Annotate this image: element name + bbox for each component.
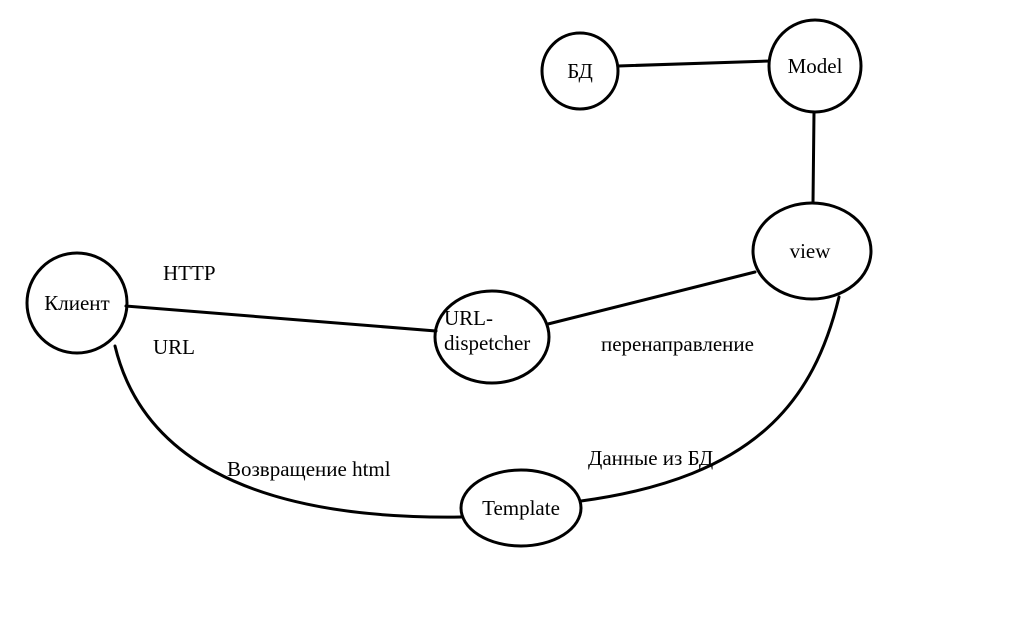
node-url-dispetcher-label-line1: URL- (444, 306, 493, 330)
node-view: view (751, 201, 873, 301)
edge-client-urldispetcher (124, 304, 438, 333)
edge-labels: HTTP URL перенаправление Возвращение htm… (153, 261, 754, 481)
node-url-dispetcher-label-line2: dispetcher (444, 331, 530, 355)
node-client: Клиент (25, 251, 129, 355)
node-url-dispetcher-shape (433, 289, 551, 385)
node-template-label: Template (482, 496, 560, 520)
node-template-shape (459, 468, 583, 548)
edge-label-redirect: перенаправление (601, 332, 754, 356)
node-db-shape (540, 31, 620, 111)
node-url-dispetcher: URL- dispetcher (433, 289, 551, 385)
edge-view-template (579, 295, 841, 503)
edge-label-data-from-db: Данные из БД (588, 446, 713, 470)
node-view-shape (751, 201, 873, 301)
node-client-label: Клиент (44, 291, 109, 315)
edge-label-url: URL (153, 335, 195, 359)
edge-client-template (113, 344, 463, 519)
node-model: Model (767, 18, 863, 114)
node-db: БД (540, 31, 620, 111)
node-view-label: view (790, 239, 832, 263)
edge-db-model (616, 59, 771, 68)
node-model-shape (767, 18, 863, 114)
edges (113, 59, 841, 519)
node-template: Template (459, 468, 583, 548)
node-db-label: БД (567, 59, 593, 83)
edge-model-view (811, 110, 816, 205)
edge-label-http: HTTP (163, 261, 216, 285)
node-model-label: Model (788, 54, 843, 78)
edge-label-return-html: Возвращение html (227, 457, 391, 481)
edge-view-urldispetcher (546, 270, 757, 326)
node-client-shape (25, 251, 129, 355)
